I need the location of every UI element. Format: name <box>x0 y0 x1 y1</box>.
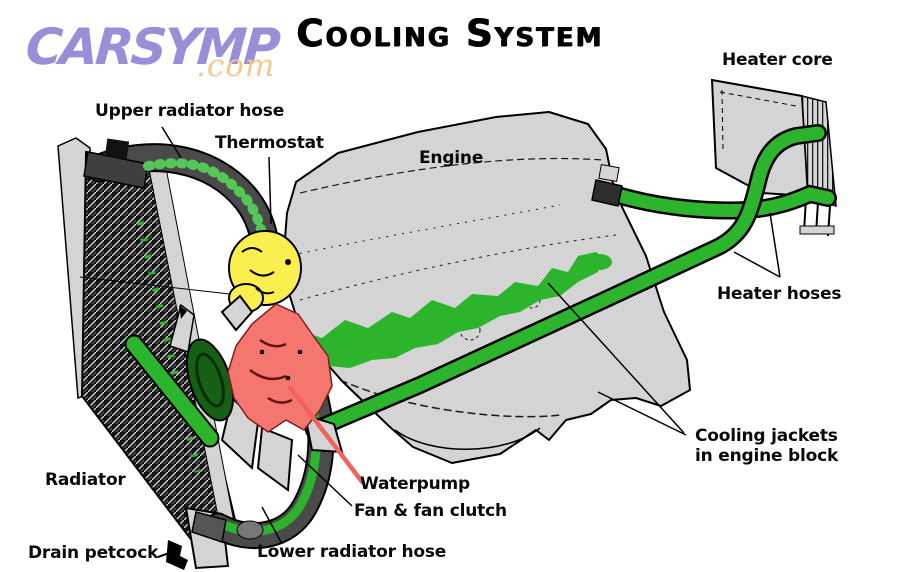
cooling-jackets-blob <box>588 254 612 270</box>
lower-hose-clamp <box>236 520 264 540</box>
leader-heater-hoses-1 <box>769 212 781 278</box>
waterpump-bolt-1 <box>259 349 265 355</box>
heater-core-part <box>710 78 837 237</box>
upper-hose-fitting <box>83 151 149 189</box>
heater-core-fins <box>801 95 837 208</box>
label-lower-radiator-hose: Lower radiator hose <box>257 542 447 562</box>
label-thermostat: Thermostat <box>215 133 324 153</box>
leader-waterpump <box>287 384 365 485</box>
cooling-jackets <box>288 252 612 368</box>
engine-lower-contour <box>339 379 561 418</box>
heater-hose-upper <box>307 126 825 437</box>
logo-com: .com <box>196 48 276 84</box>
leader-heater-hoses-2 <box>733 251 781 278</box>
thermostat-bolt <box>285 259 291 265</box>
waterpump-body <box>227 303 333 433</box>
label-waterpump: Waterpump <box>360 474 471 494</box>
heater-core-inner-dashes <box>719 89 797 151</box>
leader-lower-hose <box>261 506 283 545</box>
label-upper-radiator-hose: Upper radiator hose <box>95 101 285 121</box>
radiator <box>57 137 257 570</box>
label-cooling-jackets: Cooling jackets in engine block <box>695 426 838 466</box>
engine-block <box>283 111 691 464</box>
leader-fan-clutch <box>297 454 353 507</box>
waterpump-bolt-3 <box>297 349 303 355</box>
waterpump-squiggles <box>249 338 293 404</box>
leader-thermostat <box>268 156 272 225</box>
radiator-cap <box>104 138 130 160</box>
pulley-groove <box>195 352 225 408</box>
leader-cooling-jackets-2 <box>597 391 687 436</box>
fan-and-clutch <box>169 294 344 492</box>
label-drain-petcock: Drain petcock <box>28 543 159 563</box>
radiator-pointer-line <box>79 276 257 298</box>
drain-petcock-part <box>166 540 188 570</box>
upper-hose-coolant-dots <box>143 158 269 251</box>
waterpump-bolt-2 <box>285 375 291 381</box>
thermostat-squiggles <box>241 247 275 295</box>
heater-hose-engine-fitting <box>591 179 623 207</box>
engine-valve-cover-line <box>299 157 604 194</box>
label-radiator: Radiator <box>45 470 126 490</box>
leader-drain-petcock <box>157 551 173 558</box>
label-heater-hoses: Heater hoses <box>717 284 842 304</box>
waterpump-part <box>227 303 333 433</box>
label-fan-fan-clutch: Fan & fan clutch <box>354 501 507 521</box>
pulley <box>185 338 235 422</box>
fan-blade-spike-tip <box>179 305 187 319</box>
heater-hoses-part <box>305 124 837 439</box>
label-cooling-jackets-line1: Cooling jackets <box>695 426 838 446</box>
lower-hose-fitting <box>191 511 227 543</box>
upper-radiator-hose <box>83 138 281 265</box>
heater-core-foot <box>799 225 835 235</box>
fan-blade-4 <box>220 294 254 332</box>
cooling-jackets-band <box>288 252 604 368</box>
page-title: Cooling System <box>296 12 604 55</box>
heater-hose-fitting-bracket <box>598 163 620 183</box>
label-heater-core: Heater core <box>722 50 833 70</box>
leader-lines <box>157 126 781 558</box>
fan-blade-spike <box>169 303 195 353</box>
label-engine: Engine <box>419 148 484 168</box>
leader-cooling-jackets-1 <box>547 282 685 434</box>
label-cooling-jackets-line2: in engine block <box>695 446 839 466</box>
leader-upper-hose <box>161 126 182 159</box>
engine-texture-line-2 <box>299 234 617 301</box>
engine-oil-pan-line <box>394 427 541 450</box>
engine-texture-line-1 <box>291 204 561 256</box>
radiator-green-strip <box>126 336 218 446</box>
fan-blade-2 <box>256 426 294 492</box>
